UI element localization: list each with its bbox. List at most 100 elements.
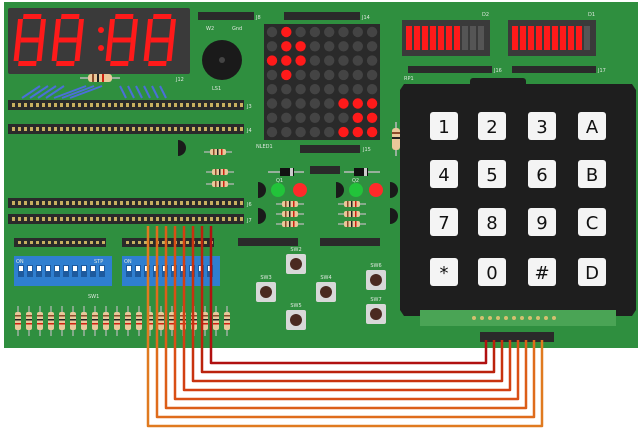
matrix-dot [295,112,306,124]
matrix-dot [266,26,278,38]
matrix-dot [338,41,349,52]
dip1-on-label: ON [16,259,24,265]
matrix-dot [324,84,335,95]
matrix-dot [309,41,321,52]
bar-segment [520,26,526,50]
keypad-key[interactable]: 2 [478,112,506,140]
label-q2: Q2 [352,178,359,184]
matrix-dot [266,126,278,138]
keypad-key[interactable]: 3 [528,112,556,140]
matrix-dot [281,112,292,124]
label-nled1: NLED1 [256,144,273,150]
push-button-sw6[interactable]: SW6 [366,263,386,290]
dip1-stp-label: STP [94,259,103,265]
matrix-dot [309,98,321,109]
matrix-dot [281,84,292,95]
resistor [204,149,232,155]
push-button-sw4[interactable]: SW4 [316,275,336,302]
keypad-ribbon [420,310,616,326]
keypad-key[interactable]: * [430,258,458,286]
bar-segment [576,26,582,50]
matrix-dot [338,55,349,66]
keypad-key[interactable]: 6 [528,160,556,188]
resistor [206,181,234,187]
dip-toggle[interactable] [46,266,50,271]
bank-resistor [37,306,43,336]
push-button-sw5[interactable]: SW5 [286,303,306,330]
push-button-sw3[interactable]: SW3 [256,275,276,302]
dip-toggle[interactable] [37,266,41,271]
dip-toggle[interactable] [136,266,140,271]
dip-toggle[interactable] [28,266,32,271]
dip-switch-1[interactable]: ON STP [14,256,112,286]
jumper-wire [155,226,536,419]
keypad-key[interactable]: 4 [430,160,458,188]
resistor [338,221,366,227]
keypad-key-label: 8 [486,213,497,234]
label-j4: J4 [246,128,252,134]
dip-toggle[interactable] [19,266,23,271]
matrix-dot [352,26,363,38]
dip-toggle[interactable] [64,266,68,271]
label-q1: Q1 [276,178,283,184]
dip-toggle[interactable] [55,266,59,271]
bar-segment [544,26,550,50]
dip-toggle[interactable] [91,266,95,271]
matrix-dot [295,126,306,138]
bank-resistor [59,306,65,336]
bar-segment [560,26,566,50]
bar-segment [430,26,436,50]
label-d1: D1 [588,12,595,18]
jumper-wire [191,226,504,383]
keypad-key-label: # [534,263,549,284]
keypad-key[interactable]: 7 [430,208,458,236]
label-j16: J16 [493,68,502,74]
ribbon-pin [512,316,516,320]
dip-toggle[interactable] [127,266,131,271]
resistor [276,221,304,227]
label-w2: W2 [206,26,214,32]
keypad-key[interactable]: 5 [478,160,506,188]
jumper-wire [209,226,488,365]
bar-segment [446,26,452,50]
resistor [276,211,304,217]
keypad-key[interactable]: A [578,112,606,140]
resistor [338,211,366,217]
keypad-key-label: 1 [438,117,449,138]
ribbon-pin [536,316,540,320]
keypad-key[interactable]: 9 [528,208,556,236]
matrix-dot [266,55,278,66]
bank-resistor [169,306,175,336]
push-button-sw2[interactable]: SW2 [286,247,306,274]
bar-segment [470,26,476,50]
matrix-dot [281,41,292,52]
ribbon-pin [528,316,532,320]
keypad-key[interactable]: B [578,160,606,188]
keypad-key[interactable]: # [528,258,556,286]
dip-toggle[interactable] [73,266,77,271]
keypad-key-label: 2 [486,117,497,138]
header-lower-2 [320,238,380,246]
matrix-dot [266,112,278,124]
label-j3: J3 [246,104,252,110]
dip-toggle[interactable] [100,266,104,271]
keypad-key-label: 3 [536,117,547,138]
seven-seg-digit [51,14,85,66]
label-sw1: SW1 [88,294,99,300]
keypad-key[interactable]: D [578,258,606,286]
matrix-dot [366,55,378,66]
keypad-key[interactable]: C [578,208,606,236]
dip-toggle[interactable] [82,266,86,271]
matrix-dot [338,126,349,138]
keypad-key[interactable]: 0 [478,258,506,286]
resistor-vertical [392,122,400,156]
label-rp1: RP1 [404,76,414,82]
ribbon-pin [520,316,524,320]
dip-switch-2[interactable]: ON [122,256,220,286]
header-j8 [198,12,254,20]
keypad-key[interactable]: 1 [430,112,458,140]
seven-segment-display [8,8,190,74]
diodes [268,168,380,176]
push-button-sw7[interactable]: SW7 [366,297,386,324]
keypad-key[interactable]: 8 [478,208,506,236]
